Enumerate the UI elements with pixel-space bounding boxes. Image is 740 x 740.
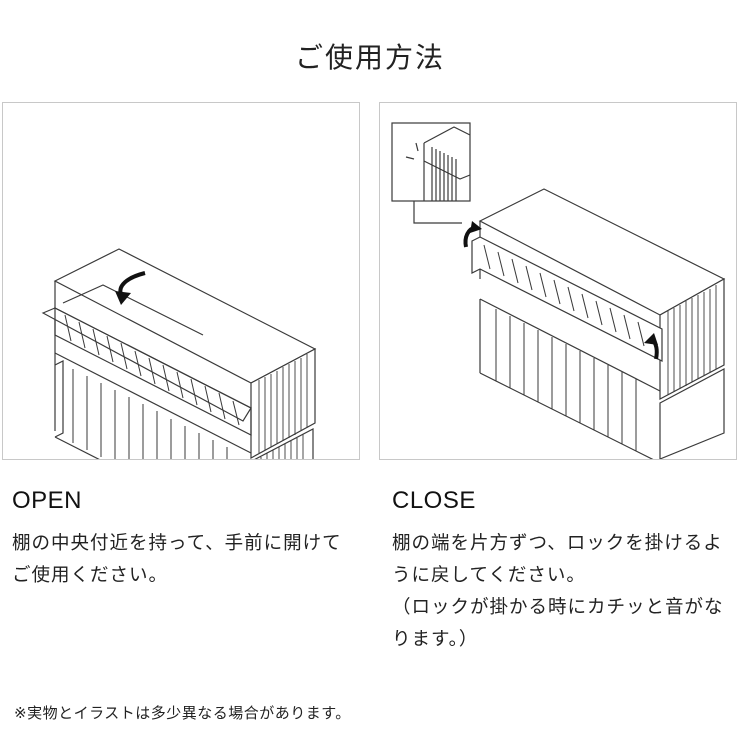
- shelf-close-arrow-icon: [463, 221, 659, 360]
- shelf-open-illustration: [41, 248, 317, 459]
- page-title: ご使用方法: [294, 41, 445, 74]
- open-description: 棚の中央付近を持って、手前に開けてご使用ください。: [12, 533, 342, 586]
- close-description: 棚の端を片方ずつ、ロックを掛けるように戻してください。 （ロックが掛かる時にカチ…: [392, 533, 724, 650]
- shelf-open-arrow-icon: [115, 271, 146, 305]
- open-heading: OPEN: [12, 487, 83, 514]
- footnote: ※実物とイラストは多少異なる場合があります。: [14, 704, 351, 722]
- close-illustration-panel: [379, 102, 737, 460]
- close-heading: CLOSE: [392, 487, 476, 514]
- shelf-close-illustration: [391, 122, 726, 459]
- open-illustration-panel: [2, 102, 360, 460]
